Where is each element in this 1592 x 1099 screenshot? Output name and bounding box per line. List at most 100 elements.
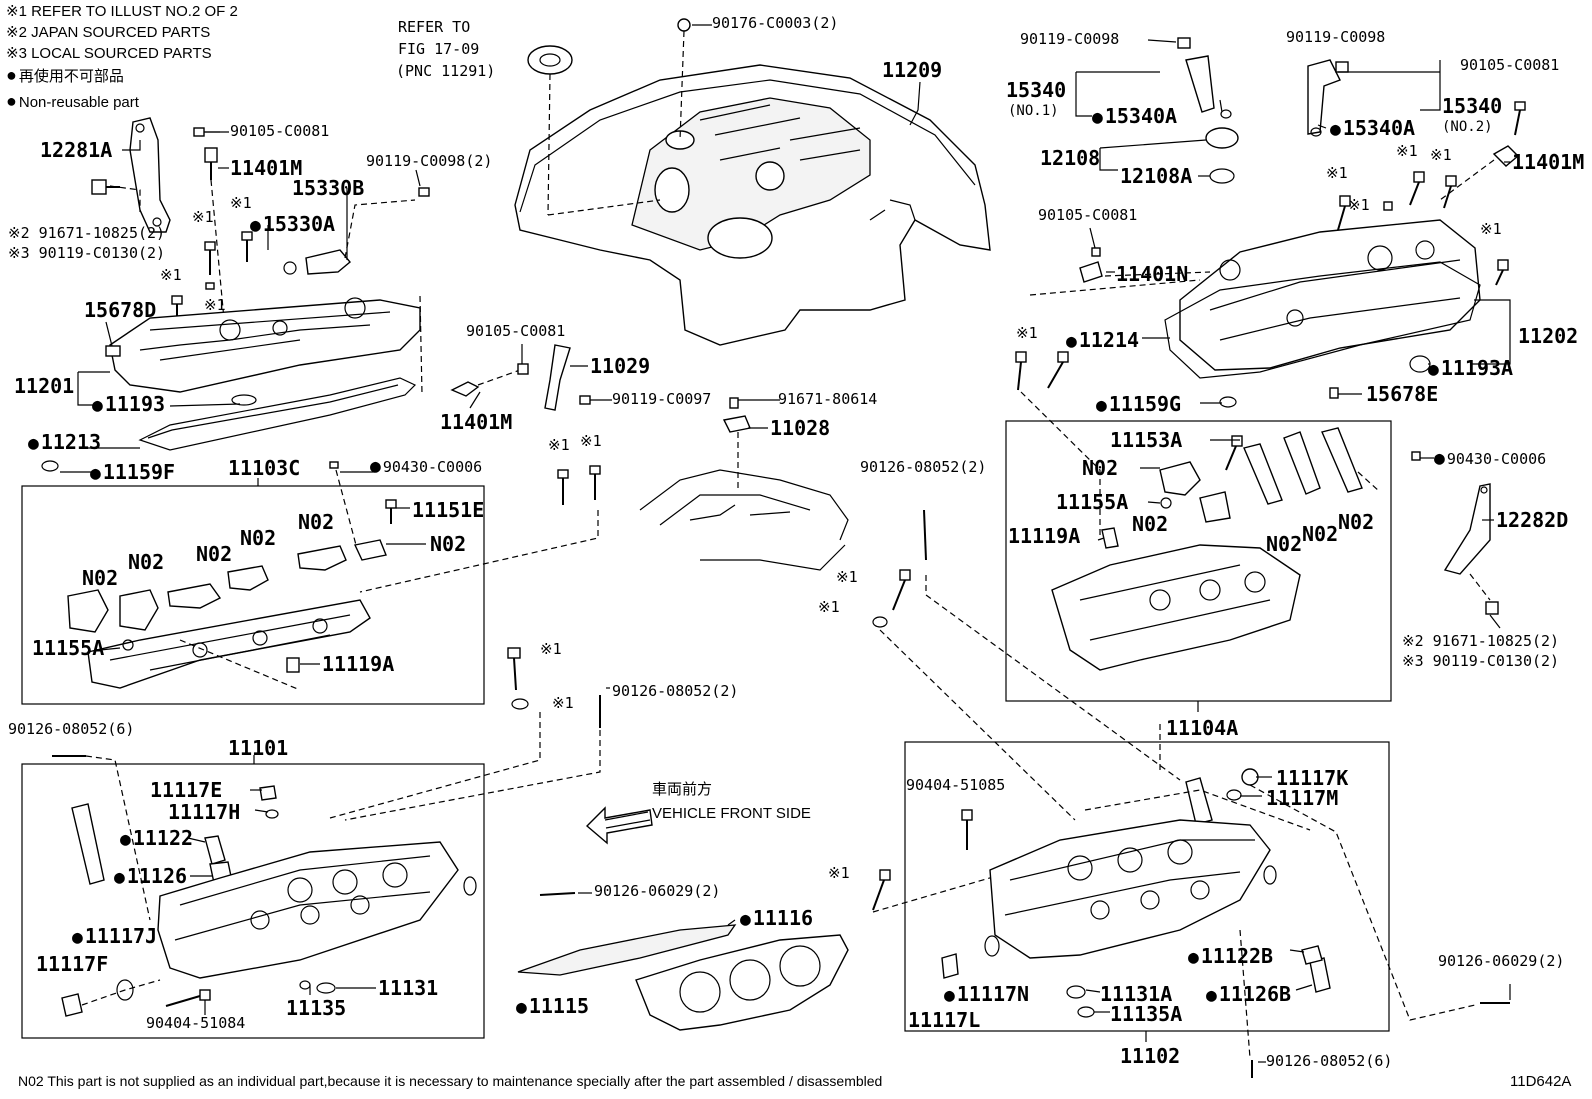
- label-90105-d: 90105-C0081: [1038, 206, 1138, 224]
- box-left-camshaft-housing: [21, 485, 485, 705]
- bracket-11029: [544, 344, 571, 411]
- label-x1-k: ※1: [1326, 164, 1348, 182]
- gasket-11214: [1164, 261, 1481, 379]
- direction-jp: 車両前方: [652, 781, 713, 798]
- label-x1-l: ※1: [1348, 196, 1370, 214]
- label-x1-b: ※1: [230, 194, 252, 212]
- label-11209: 11209: [882, 58, 943, 82]
- oil-filler-cap-12108: [1205, 127, 1239, 149]
- box-left-cylinder-head: [21, 763, 485, 1039]
- label-90404-a: 90404-51084: [146, 1014, 246, 1032]
- label-11101: 11101: [228, 736, 289, 760]
- label-90126-c: 90126-06029(2): [594, 882, 721, 900]
- label-11116: 11116: [740, 908, 813, 929]
- label-15340A-a: 15340A: [1092, 106, 1177, 127]
- label-11117K: 11117K: [1276, 766, 1349, 790]
- legend-note-2: ※2 JAPAN SOURCED PARTS: [6, 24, 211, 41]
- label-91671-c: ※2 91671-10825(2): [1402, 632, 1560, 650]
- label-90126-f: 90126-08052(6): [1266, 1052, 1393, 1070]
- label-n02-j: N02: [1302, 522, 1339, 546]
- label-x1-o: ※1: [836, 568, 858, 586]
- label-90430-b: 90430-C0006: [1434, 450, 1546, 468]
- label-x1-q: ※1: [828, 864, 850, 882]
- label-11117F: 11117F: [36, 952, 109, 976]
- label-91671-b: 91671-80614: [778, 390, 878, 408]
- label-15340-a: 15340: [1006, 78, 1067, 102]
- label-90119-c: 90119-C0097: [612, 390, 712, 408]
- label-11117N: 11117N: [944, 984, 1029, 1005]
- label-11401M-a: 11401M: [230, 156, 303, 180]
- label-90126-d: 90126-08052(2): [860, 458, 987, 476]
- refer-line-1: REFER TO: [398, 18, 471, 36]
- label-90119-a: 90119-C0098(2): [366, 152, 493, 170]
- label-11029: 11029: [590, 354, 651, 378]
- label-90404-b: 90404-51085: [906, 776, 1006, 794]
- label-90119-f: ※3 90119-C0130(2): [1402, 652, 1560, 670]
- bolts-left-upper: [171, 231, 253, 326]
- label-15330B: 15330B: [292, 176, 365, 200]
- label-11119A-b: 11119A: [1008, 524, 1081, 548]
- label-11126: 11126: [114, 866, 187, 887]
- label-11213: 11213: [28, 432, 101, 453]
- label-x1-j: ※1: [1430, 146, 1452, 164]
- label-11028: 11028: [770, 416, 831, 440]
- legend-nonreusable-jp: 再使用不可部品: [6, 66, 124, 84]
- label-11159G: 11159G: [1096, 394, 1181, 415]
- label-x1-d: ※1: [204, 296, 226, 314]
- label-n02-i: N02: [1266, 532, 1303, 556]
- label-x1-a: ※1: [192, 208, 214, 226]
- label-11155A-b: 11155A: [1056, 490, 1129, 514]
- label-n02-k: N02: [1338, 510, 1375, 534]
- label-11131: 11131: [378, 976, 439, 1000]
- label-11155A-a: 11155A: [32, 636, 105, 660]
- label-n02-g: N02: [1082, 456, 1119, 480]
- label-n02-e: N02: [298, 510, 335, 534]
- refer-line-2: FIG 17-09: [398, 40, 480, 58]
- box-right-cylinder-head: [904, 741, 1390, 1032]
- oil-control-valve-15340-no1: [1185, 55, 1215, 113]
- label-x1-c: ※1: [160, 266, 182, 284]
- label-x1-n: ※1: [1016, 324, 1038, 342]
- camshaft-housing-right-11104A: [1051, 544, 1301, 671]
- label-11135: 11135: [286, 996, 347, 1020]
- label-12281A: 12281A: [40, 138, 113, 162]
- label-11135A: 11135A: [1110, 1002, 1183, 1026]
- label-n02-c: N02: [196, 542, 233, 566]
- label-12108A: 12108A: [1120, 164, 1193, 188]
- cylinder-head-left-11101: [157, 841, 459, 979]
- label-15330A: 15330A: [250, 214, 335, 235]
- label-11117L: 11117L: [908, 1008, 981, 1032]
- cylinder-head-cover-11201: [109, 299, 421, 393]
- label-11117H: 11117H: [168, 800, 241, 824]
- label-x1-e: ※1: [548, 436, 570, 454]
- label-90119-b: ※3 90119-C0130(2): [8, 244, 166, 262]
- label-91671-a: ※2 91671-10825(2): [8, 224, 166, 242]
- legend-note-3: ※3 LOCAL SOURCED PARTS: [6, 45, 212, 62]
- sensor-15330B: [305, 249, 351, 275]
- label-15678D: 15678D: [84, 298, 157, 322]
- gasket-11115: [517, 924, 737, 976]
- label-12282D: 12282D: [1496, 508, 1569, 532]
- label-11159F: 11159F: [90, 462, 175, 483]
- leader-lines: [60, 24, 1511, 1063]
- label-90105-c: 90105-C0081: [1460, 56, 1560, 74]
- cylinder-head-cover-11202: [1179, 219, 1481, 371]
- label-11193A: 11193A: [1428, 358, 1513, 379]
- label-n02-d: N02: [240, 526, 277, 550]
- tube-left: [71, 803, 105, 885]
- label-11117J: 11117J: [72, 926, 157, 947]
- label-90105-b: 90105-C0081: [466, 322, 566, 340]
- direction-en: VEHICLE FRONT SIDE: [652, 805, 811, 822]
- label-n02-f: N02: [430, 532, 467, 556]
- label-11202: 11202: [1518, 324, 1579, 348]
- label-90176: 90176-C0003(2): [712, 14, 839, 32]
- label-11126B: 11126B: [1206, 984, 1291, 1005]
- label-x1-i: ※1: [1396, 142, 1418, 160]
- label-90119-e: 90119-C0098: [1286, 28, 1386, 46]
- label-11122: 11122: [120, 828, 193, 849]
- label-n02-a: N02: [82, 566, 119, 590]
- label-x1-m: ※1: [1480, 220, 1502, 238]
- oil-control-valve-15340-no2: [1307, 59, 1341, 135]
